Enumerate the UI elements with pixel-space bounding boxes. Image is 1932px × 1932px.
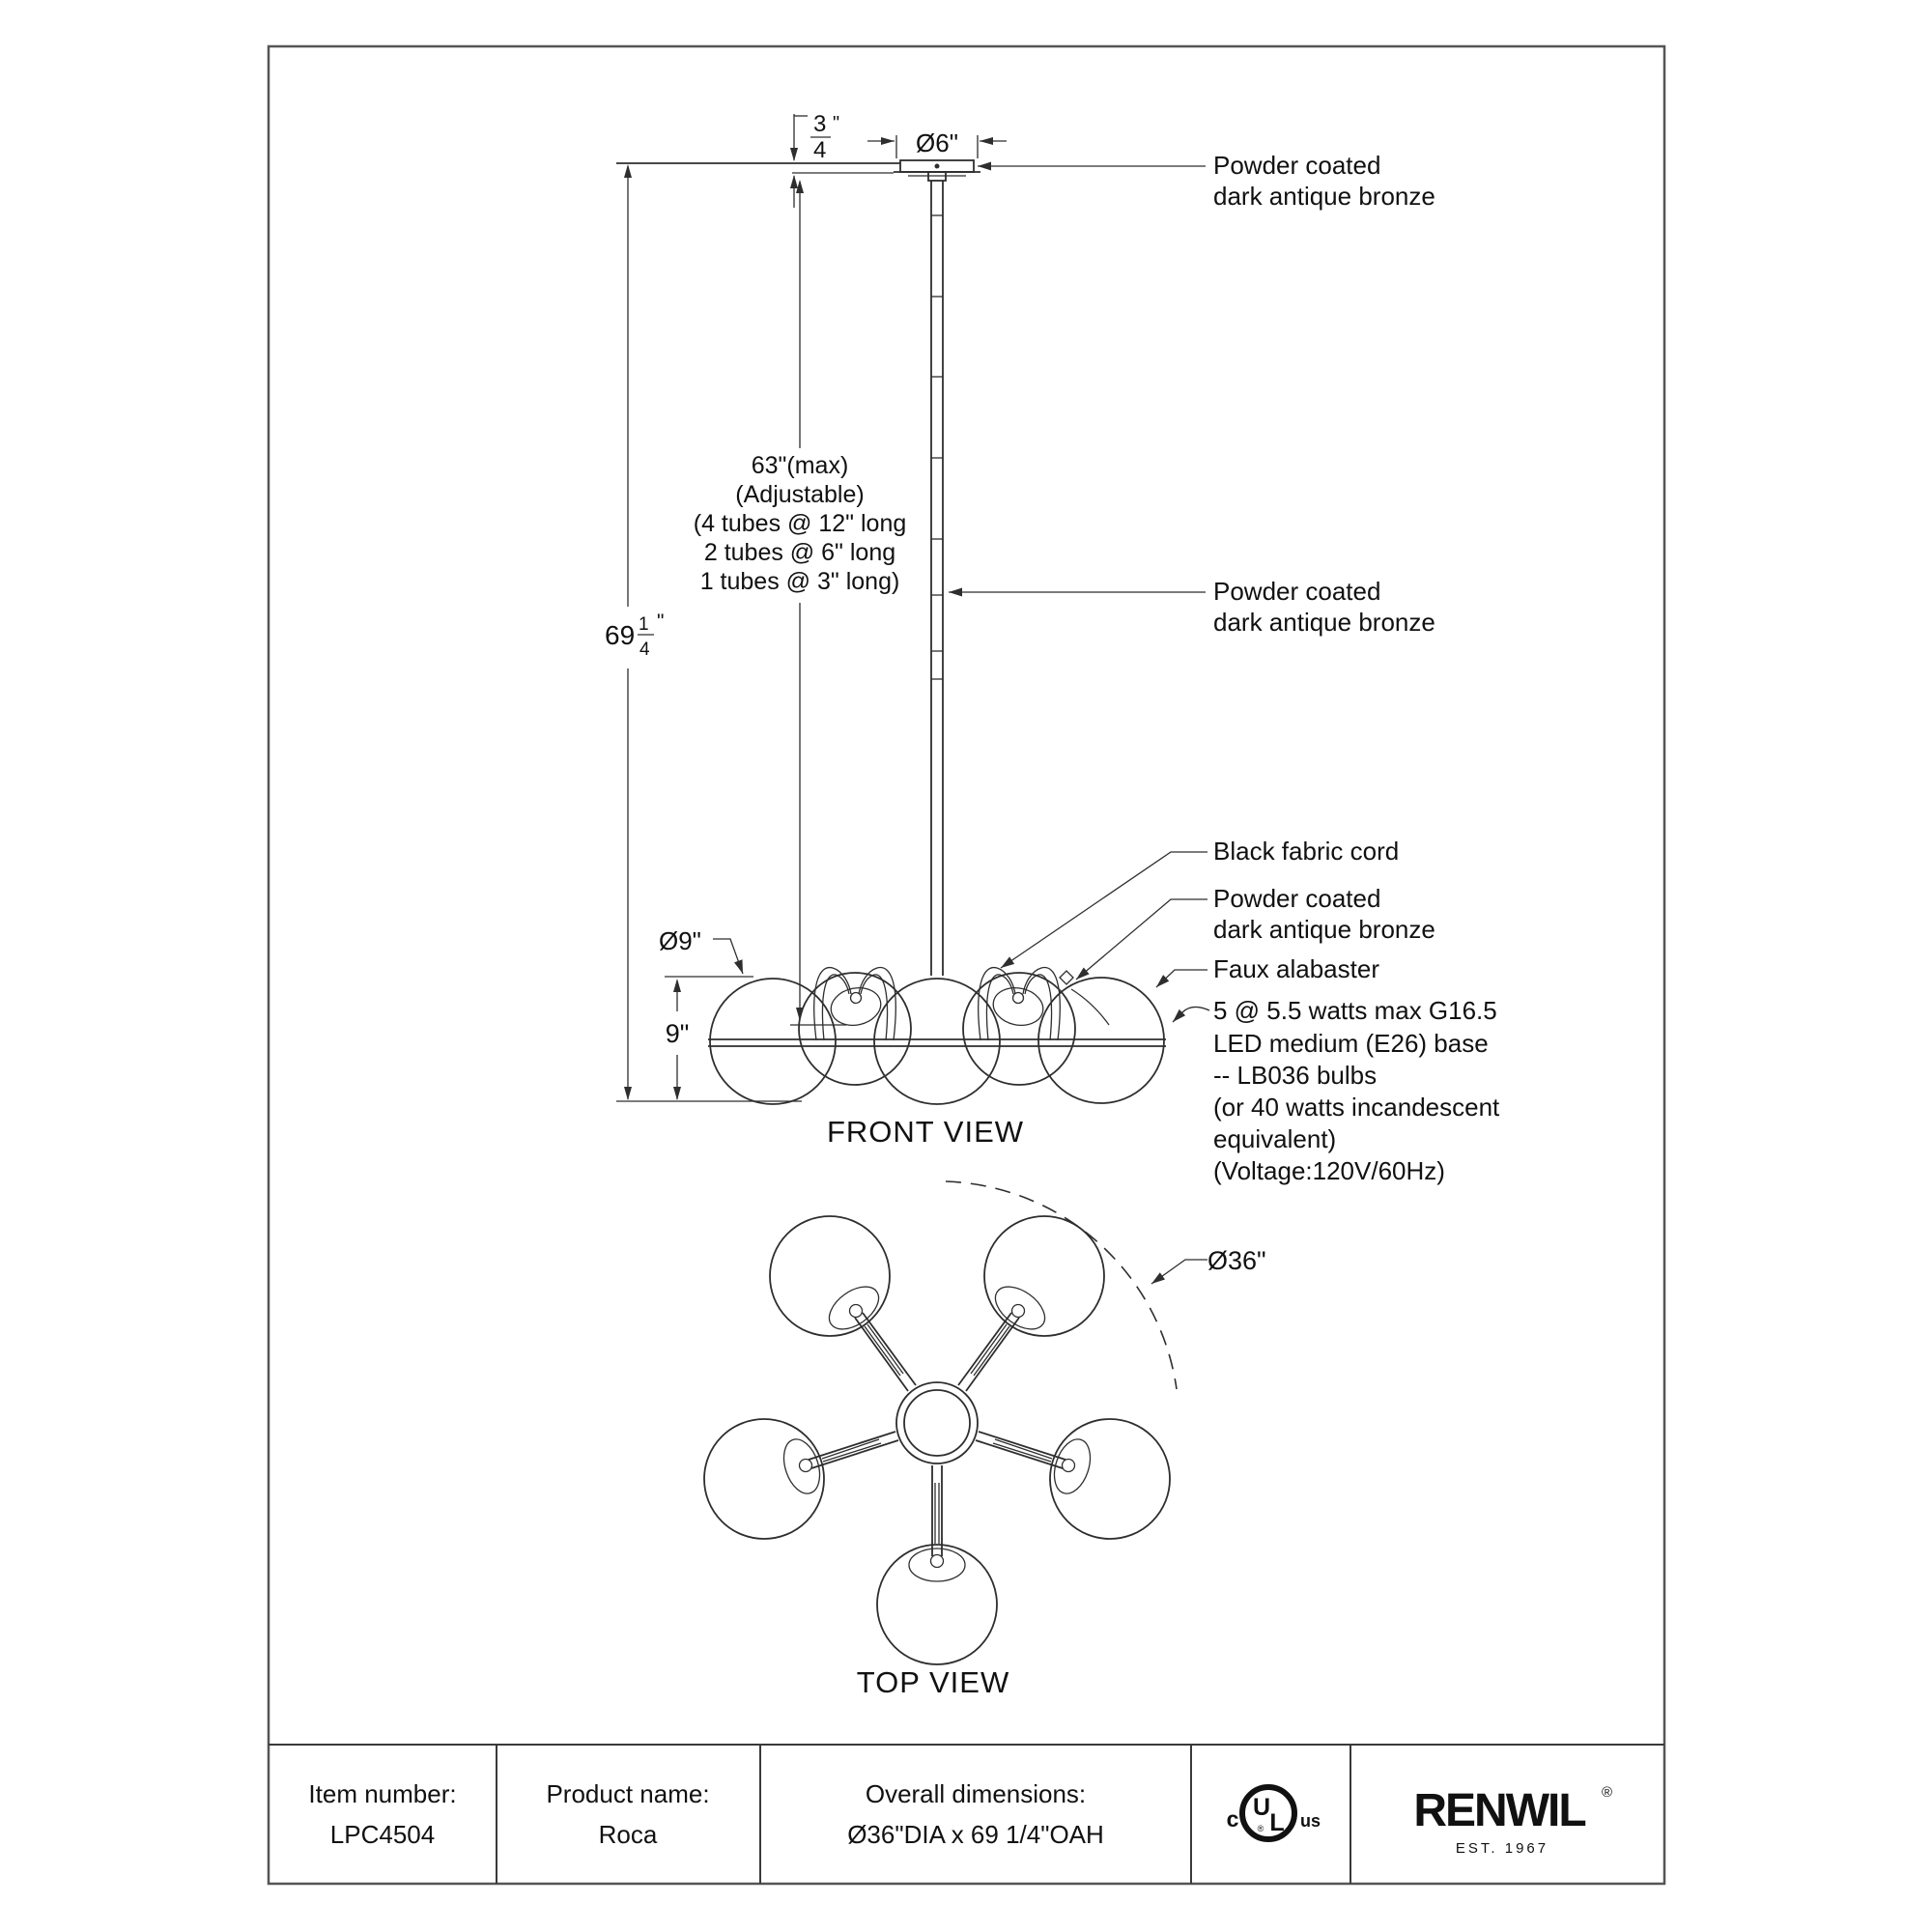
dimension-canopy-thickness: 3 4 " [790,111,839,208]
top-view-globes [703,1215,1171,1665]
title-block: Item number: LPC4504 Product name: Roca … [269,1744,1664,1884]
stem-downrod [930,181,944,976]
svg-text:®: ® [1258,1824,1264,1833]
globe-rear-left [798,972,912,1086]
diameter-arc [945,1180,1178,1390]
globe-front-left [709,978,837,1105]
cord-grip [1059,970,1074,985]
globe-rear-right [962,972,1076,1086]
sheet-border [267,44,1666,1886]
globe-front-right [1037,977,1165,1104]
svg-text:equivalent): equivalent) [1213,1124,1336,1153]
arms [808,1312,1066,1556]
dimension-overall-height: 69 1 4 " [605,164,802,1102]
svg-text:(Adjustable): (Adjustable) [735,481,864,508]
canopy [894,159,980,182]
callout-stem-finish: Powder coated [1213,577,1380,606]
top-view: Ø36" TOP VIEW [703,1180,1266,1699]
svg-text:®: ® [1602,1784,1612,1801]
svg-text:(4 tubes @ 12" long: (4 tubes @ 12" long [694,510,907,537]
svg-text:L: L [1269,1809,1284,1836]
callout-labels: Powder coated dark antique bronze Powder… [1213,151,1500,1185]
fabric-cords [813,966,1110,1041]
svg-text:(Voltage:120V/60Hz): (Voltage:120V/60Hz) [1213,1156,1445,1185]
svg-text:EST. 1967: EST. 1967 [1456,1840,1548,1857]
svg-text:Ø36": Ø36" [1208,1246,1266,1275]
svg-text:dark antique bronze: dark antique bronze [1213,608,1435,637]
svg-text:Ø9": Ø9" [659,926,701,955]
top-view-title: TOP VIEW [857,1665,1009,1699]
svg-text:4: 4 [639,639,650,660]
dimension-overall-diameter: Ø36" [1151,1246,1266,1285]
item-number-label: Item number: [308,1779,456,1808]
bulb-icon [830,986,882,1027]
product-name-value: Roca [599,1820,658,1849]
svg-text:(or 40 watts incandescent: (or 40 watts incandescent [1213,1093,1500,1122]
svg-text:": " [657,611,664,633]
svg-text:U: U [1253,1794,1270,1821]
svg-text:c: c [1227,1806,1239,1832]
dimension-globe-height: 9" [665,976,753,1100]
product-name-label: Product name: [546,1779,709,1808]
svg-text:2 tubes @ 6" long: 2 tubes @ 6" long [704,539,895,566]
svg-text:Ø6": Ø6" [916,128,958,157]
item-number-value: LPC4504 [330,1820,435,1849]
callout-cord: Black fabric cord [1213,837,1399,866]
svg-text:63"(max): 63"(max) [752,452,849,479]
callout-holder-finish: Powder coated [1213,884,1380,913]
svg-text:dark antique bronze: dark antique bronze [1213,182,1435,211]
svg-text:dark antique bronze: dark antique bronze [1213,915,1435,944]
globe-front-center [873,978,1001,1105]
svg-text:us: us [1300,1811,1321,1831]
dimension-globe-diameter: Ø9" [659,926,744,975]
cul-us-certification-icon: U L ® c us [1227,1784,1321,1842]
svg-text:RENWIL: RENWIL [1413,1785,1585,1836]
svg-text:4: 4 [813,137,826,163]
socket-connector [849,991,863,1005]
arm-slots [821,1323,1053,1544]
callout-shade-material: Faux alabaster [1213,954,1379,983]
callout-canopy-finish: Powder coated [1213,151,1380,180]
svg-text:": " [833,113,839,134]
bulb-icon [992,986,1044,1027]
callout-leaders [949,161,1210,1023]
front-view-title: FRONT VIEW [827,1115,1024,1149]
front-view: 69 1 4 " 3 4 " Ø6" [605,111,1500,1185]
dimension-canopy-diameter: Ø6" [867,128,1007,158]
globe-cluster [709,972,1165,1105]
callout-bulb-spec: 5 @ 5.5 watts max G16.5 [1213,996,1497,1025]
overall-dimensions-label: Overall dimensions: [866,1779,1086,1808]
overall-dimensions-value: Ø36"DIA x 69 1/4"OAH [847,1820,1104,1849]
svg-text:-- LB036 bulbs: -- LB036 bulbs [1213,1061,1377,1090]
svg-text:9": 9" [666,1019,690,1048]
svg-text:1: 1 [639,614,649,635]
svg-text:3: 3 [813,111,826,137]
socket-connector [1011,991,1025,1005]
renwil-logo: RENWIL ® EST. 1967 [1413,1784,1612,1857]
dimension-stem-length: 63"(max) (Adjustable) (4 tubes @ 12" lon… [694,180,907,1026]
svg-text:69: 69 [605,620,635,650]
svg-text:1 tubes @ 3" long): 1 tubes @ 3" long) [700,568,900,595]
center-hub [895,1381,979,1464]
svg-text:LED medium (E26) base: LED medium (E26) base [1213,1029,1489,1058]
